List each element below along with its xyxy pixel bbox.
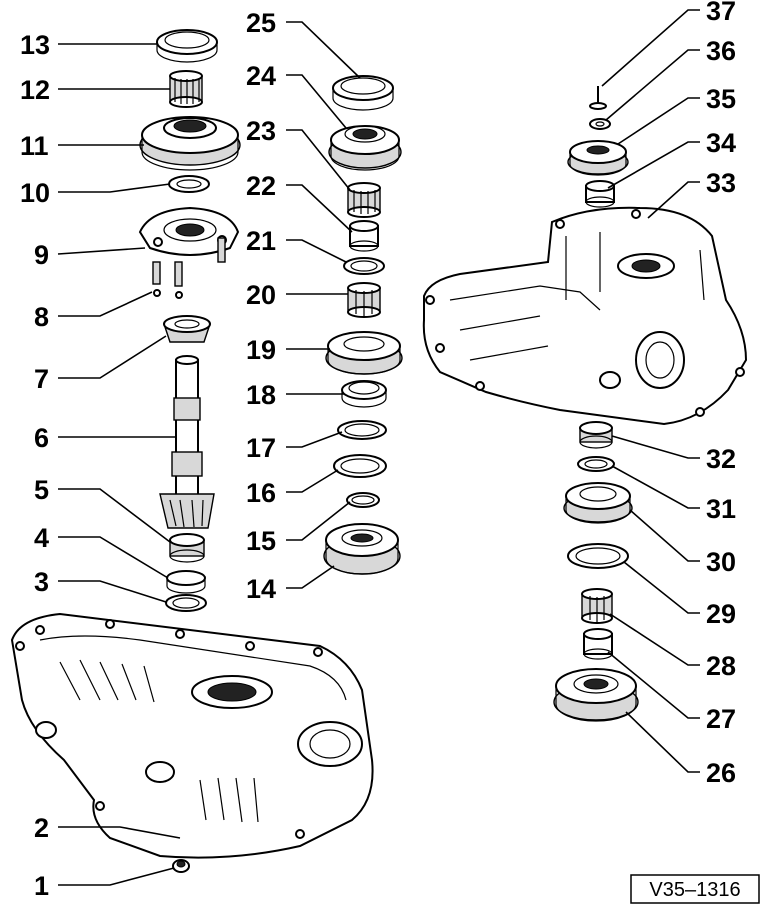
part-28-needle-bearing [581,588,613,624]
part-6-main-shaft [159,355,215,529]
callout-4: 4 [34,523,49,553]
callout-37: 37 [706,0,736,26]
part-14-synchro-hub [323,523,401,575]
callout-16: 16 [246,478,276,508]
part-33-housing [422,206,748,426]
part-27-sleeve [583,628,613,660]
callout-24: 24 [246,61,276,91]
leader-lines [57,9,700,886]
callout-17: 17 [246,433,276,463]
callout-6: 6 [34,423,49,453]
callout-19: 19 [246,335,276,365]
part-3-shim [165,594,207,612]
callout-8: 8 [34,302,49,332]
part-5-bearing [169,533,205,563]
part-36-washer [589,118,611,130]
callout-22: 22 [246,171,276,201]
callout-29: 29 [706,599,736,629]
callout-2: 2 [34,813,49,843]
part-12-needle-bearing [169,70,203,108]
callout-33: 33 [706,168,736,198]
part-31-washer [577,456,615,472]
callout-34: 34 [706,128,736,158]
part-15-circlip [346,492,380,508]
part-8-studs [152,237,226,299]
callout-3: 3 [34,567,49,597]
part-19-gear [325,331,403,375]
part-17-ring [337,420,387,440]
part-16-synchro-ring [333,454,387,478]
callout-30: 30 [706,547,736,577]
part-29-synchro-ring [567,543,629,569]
callout-26: 26 [706,758,736,788]
part-37-screw [589,86,607,110]
part-13-synchro-ring [156,29,218,63]
callout-labels: 13 12 11 10 9 8 7 6 5 4 3 2 1 25 24 23 2… [20,0,736,901]
callout-13: 13 [20,30,50,60]
callout-1: 1 [34,871,49,901]
part-7-taper-bearing [163,315,211,343]
part-26-synchro-hub [553,668,639,722]
part-18-synchro-ring [341,380,387,408]
callout-35: 35 [706,84,736,114]
part-25-synchro-ring [332,75,394,111]
part-20-needle-bearing [347,282,381,318]
callout-23: 23 [246,116,276,146]
callout-28: 28 [706,651,736,681]
part-34-sleeve [585,180,615,208]
callout-20: 20 [246,280,276,310]
part-21-washer [343,257,385,275]
callout-10: 10 [20,178,50,208]
part-9-bearing-plate [138,206,240,256]
part-22-sleeve [349,220,379,252]
callout-21: 21 [246,226,276,256]
reference-code-box: V35–1316 [630,874,760,904]
callout-25: 25 [246,8,276,38]
part-2-transmission-housing [10,612,374,859]
callout-31: 31 [706,494,736,524]
reference-code: V35–1316 [649,879,740,901]
callout-9: 9 [34,240,49,270]
part-30-gear [563,482,633,524]
callout-12: 12 [20,75,50,105]
callout-36: 36 [706,36,736,66]
part-4-race [166,570,206,594]
callout-15: 15 [246,526,276,556]
callout-27: 27 [706,704,736,734]
callout-5: 5 [34,475,49,505]
part-11-gear [139,116,241,171]
callout-18: 18 [246,380,276,410]
part-23-needle-bearing [347,182,381,218]
part-24-gear [328,125,402,171]
callout-14: 14 [246,574,276,604]
part-35-gear [567,140,629,176]
part-1-drain-plug [172,859,190,873]
part-10-washer [168,175,210,193]
callout-7: 7 [34,364,49,394]
part-32-bearing [579,421,613,449]
callout-11: 11 [20,131,49,161]
callout-32: 32 [706,444,736,474]
